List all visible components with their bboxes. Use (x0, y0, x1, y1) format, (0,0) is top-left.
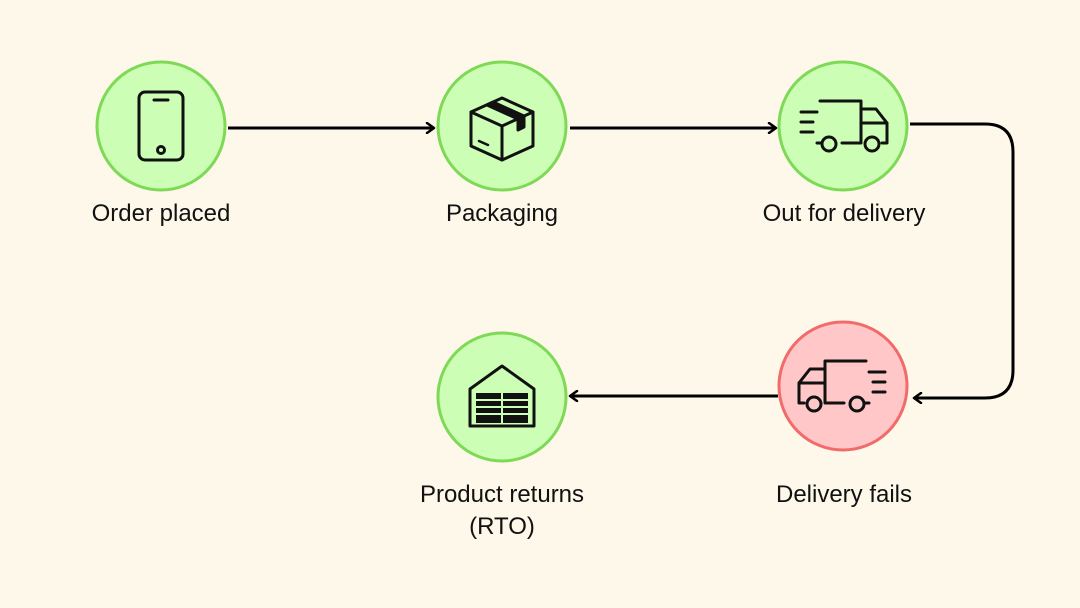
label-product-returns-line2: (RTO) (469, 513, 535, 540)
node-product-returns (436, 331, 568, 463)
label-packaging: Packaging (445, 200, 559, 227)
delivery-truck-icon (799, 99, 889, 153)
package-box-icon (469, 96, 535, 162)
delivery-truck-reverse-icon (797, 359, 887, 413)
arrow-out-for-delivery-to-delivery-fails (910, 122, 1015, 398)
label-order-placed: Order placed (91, 200, 231, 227)
node-delivery-fails (777, 320, 909, 452)
label-product-returns-line1: Product returns (419, 481, 585, 508)
warehouse-icon (468, 364, 536, 428)
label-product-returns: Product returns (RTO) (372, 479, 632, 543)
node-out-for-delivery (777, 60, 909, 192)
node-packaging (436, 60, 568, 192)
label-out-for-delivery: Out for delivery (762, 200, 926, 227)
label-delivery-fails: Delivery fails (775, 481, 913, 508)
node-order-placed (95, 60, 227, 192)
smartphone-icon (137, 90, 185, 162)
